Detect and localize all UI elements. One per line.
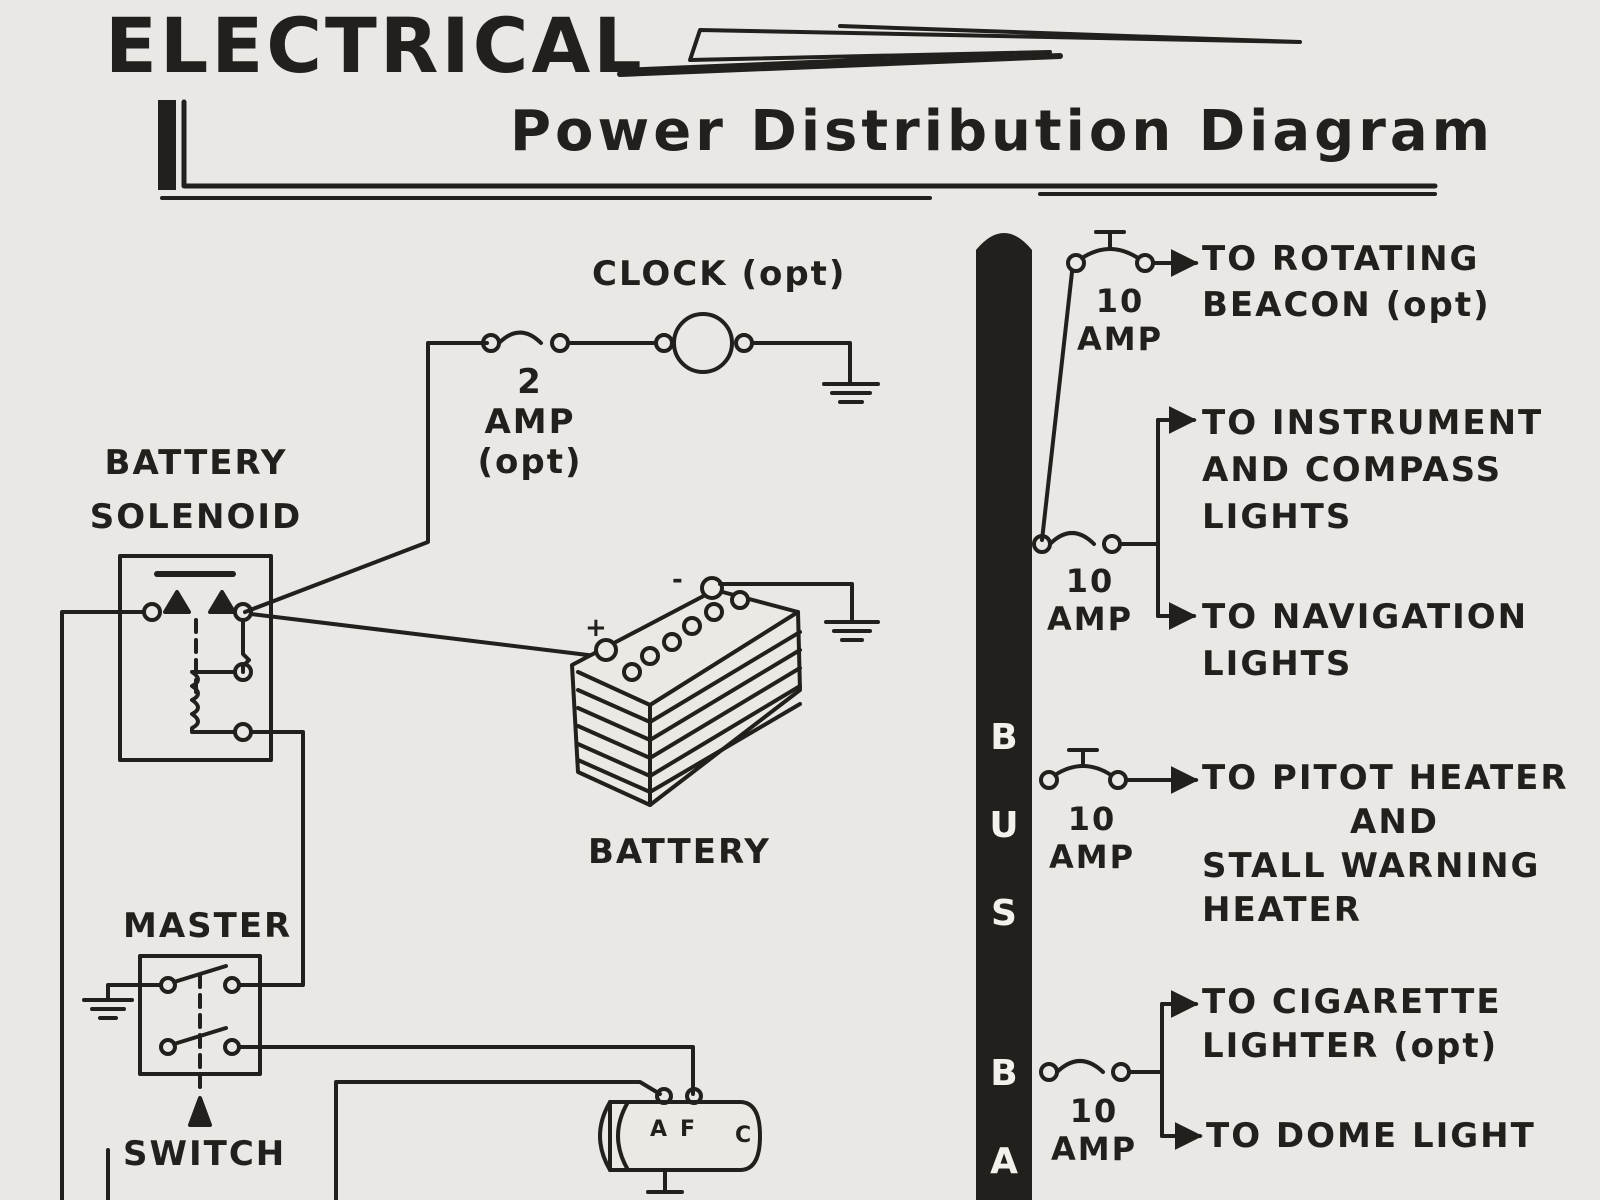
breaker-rating-unit: AMP: [1076, 320, 1164, 358]
circuit-label-line: AND COMPASS: [1202, 450, 1503, 490]
fuse-rating-unit: AMP: [1046, 600, 1134, 638]
battery-negative-terminal-label: -: [672, 565, 685, 595]
generator-symbol: [106, 1080, 762, 1200]
breaker-rating-value: 10: [1095, 282, 1145, 320]
instrument-lights-fuse-rating: 10 AMP: [1040, 562, 1140, 638]
generator-terminal-c: C: [735, 1123, 752, 1148]
clock-fuse-unit: AMP: [484, 402, 576, 442]
circuit-label-line: TO PITOT HEATER: [1202, 758, 1569, 798]
clock-label: CLOCK (opt): [592, 254, 847, 294]
circuit-label-line: TO ROTATING: [1202, 239, 1480, 279]
fuse-rating-unit: AMP: [1050, 1130, 1138, 1168]
clock-fuse-value: 2: [517, 362, 543, 402]
circuit-label-line: LIGHTS: [1202, 644, 1353, 684]
battery-solenoid-symbol: [60, 554, 305, 1200]
instrument-compass-lights-label: TO INSTRUMENT AND COMPASS LIGHTS: [1202, 400, 1543, 541]
circuit-label-line: TO INSTRUMENT: [1202, 403, 1544, 443]
bus-bar: [976, 233, 1032, 1200]
circuit-label-line: HEATER: [1202, 890, 1362, 930]
clock-fuse-rating: 2 AMP (opt): [470, 362, 590, 482]
generator-terminal-a: A: [650, 1117, 668, 1142]
circuit-label-line: BEACON (opt): [1202, 285, 1491, 325]
instrument-navigation-circuit: [1032, 406, 1197, 630]
bus-letter: B: [990, 717, 1018, 758]
pitot-heater-circuit: [1039, 748, 1199, 794]
master-switch-label-top: MASTER: [123, 906, 293, 946]
circuit-label-line: LIGHTER (opt): [1202, 1026, 1499, 1066]
battery-solenoid-label-line1: BATTERY: [104, 443, 288, 483]
bus-letter: S: [991, 893, 1017, 934]
circuit-label-line: TO CIGARETTE: [1202, 982, 1502, 1022]
bus-letter: U: [989, 805, 1019, 846]
battery-solenoid-label: BATTERY SOLENOID: [78, 436, 314, 544]
breaker-rating-unit: AMP: [1048, 838, 1136, 876]
rotating-beacon-circuit: [1040, 230, 1199, 542]
bus-letter: A: [990, 1141, 1018, 1182]
cigarette-lighter-label: TO CIGARETTE LIGHTER (opt): [1202, 980, 1502, 1068]
master-switch-label-bottom: SWITCH: [123, 1134, 287, 1174]
cigarette-dome-circuit: [1039, 990, 1203, 1150]
rotating-beacon-label: TO ROTATING BEACON (opt): [1202, 236, 1491, 328]
clock-circuit: [243, 312, 880, 614]
battery-positive-terminal-label: +: [585, 613, 609, 643]
page-subtitle: Power Distribution Diagram: [510, 99, 1495, 164]
generator-terminal-f: F: [680, 1117, 696, 1142]
battery-label: BATTERY: [588, 832, 771, 872]
navigation-lights-label: TO NAVIGATION LIGHTS: [1202, 594, 1528, 688]
lightning-bolt-decoration: [617, 24, 1302, 77]
fuse-rating-value: 10: [1065, 562, 1115, 600]
pitot-heater-breaker-rating: 10 AMP: [1042, 800, 1142, 876]
bus-letter: B: [990, 1053, 1018, 1094]
breaker-rating-value: 10: [1067, 800, 1117, 838]
page-title: ELECTRICAL: [105, 1, 645, 90]
cigarette-lighter-fuse-rating: 10 AMP: [1044, 1092, 1144, 1168]
title-rule: [158, 99, 1438, 200]
master-switch-symbol: [82, 954, 695, 1127]
circuit-label-line: AND: [1350, 802, 1439, 842]
circuit-label-line: TO NAVIGATION: [1202, 597, 1529, 637]
rotating-beacon-breaker-rating: 10 AMP: [1070, 282, 1170, 358]
fuse-rating-value: 10: [1069, 1092, 1119, 1130]
circuit-label-line: LIGHTS: [1202, 497, 1353, 537]
pitot-stall-heater-label: TO PITOT HEATER AND STALL WARNING HEATER: [1202, 756, 1569, 932]
clock-fuse-optional: (opt): [477, 442, 583, 482]
dome-light-label: TO DOME LIGHT: [1206, 1116, 1536, 1156]
battery-solenoid-label-line2: SOLENOID: [89, 497, 303, 537]
battery-symbol: [249, 576, 880, 807]
circuit-label-line: STALL WARNING: [1202, 846, 1541, 886]
